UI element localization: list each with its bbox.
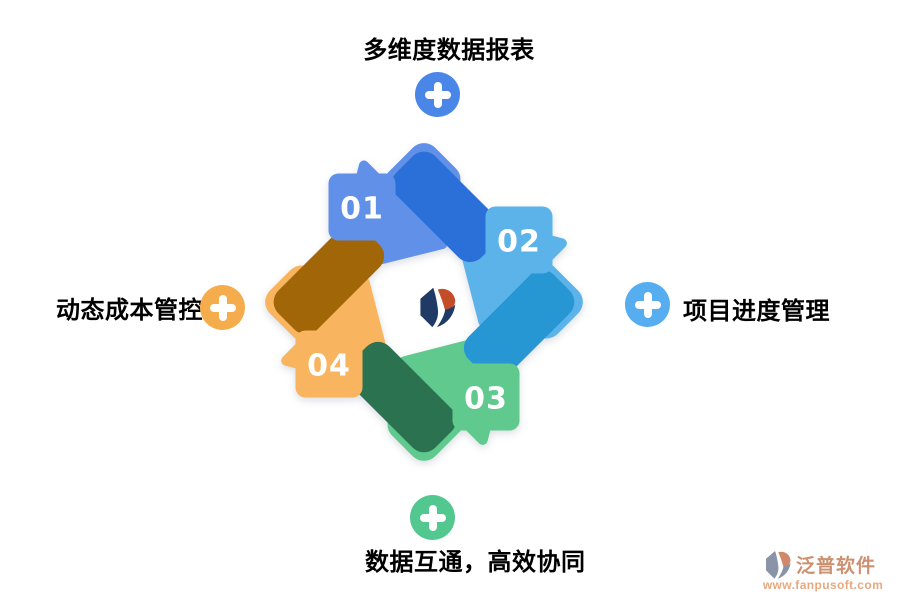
step-01-plate [328,173,396,241]
label-left-cost: 动态成本管控 [56,297,203,324]
step-03-plate [452,363,520,431]
arrow-01-fold [391,151,503,263]
plus-bar [218,294,227,321]
label-bottom-collaboration: 数据互通，高效协同 [365,549,586,576]
watermark-brand-name: 泛普软件 [796,556,877,577]
step-02-plate [485,206,553,274]
step-02-number: 02 [497,225,541,260]
step-04-number: 04 [307,349,351,384]
step-04-plate [295,330,363,398]
logo-left-shape [420,287,439,328]
watermark-url: www.fanpusoft.com [762,578,884,592]
step-03-badge: 03 [452,363,520,431]
watermark-logo-flame-shape [778,551,791,568]
logo-bottom-shape [436,304,456,328]
watermark-logo-bottom-shape [777,562,791,579]
label-right-progress: 项目进度管理 [683,298,830,325]
plus-bar [643,291,652,318]
logo-flame-shape [437,288,456,311]
step-01-badge: 01 [328,173,396,241]
arrow-02-fold [463,269,575,381]
fanpu-logo-icon [420,287,456,328]
plus-icon-left [200,285,245,330]
watermark: 泛普软件 www.fanpusoft.com [760,549,890,592]
arrow-03-fold [345,341,457,453]
plus-bar [433,81,442,108]
step-02-badge: 02 [485,206,553,274]
plus-icon-bottom [410,495,455,540]
arrow-04-fold [273,223,385,335]
plus-icon-top [415,72,460,117]
step-03-number: 03 [464,382,508,417]
watermark-logo-left-shape [766,550,779,579]
plus-bar [428,504,437,531]
step-01-number: 01 [340,192,384,227]
label-top-reports: 多维度数据报表 [363,37,535,64]
plus-icon-right [625,282,670,327]
step-04-badge: 04 [295,330,363,398]
watermark-logo-icon [766,550,791,579]
